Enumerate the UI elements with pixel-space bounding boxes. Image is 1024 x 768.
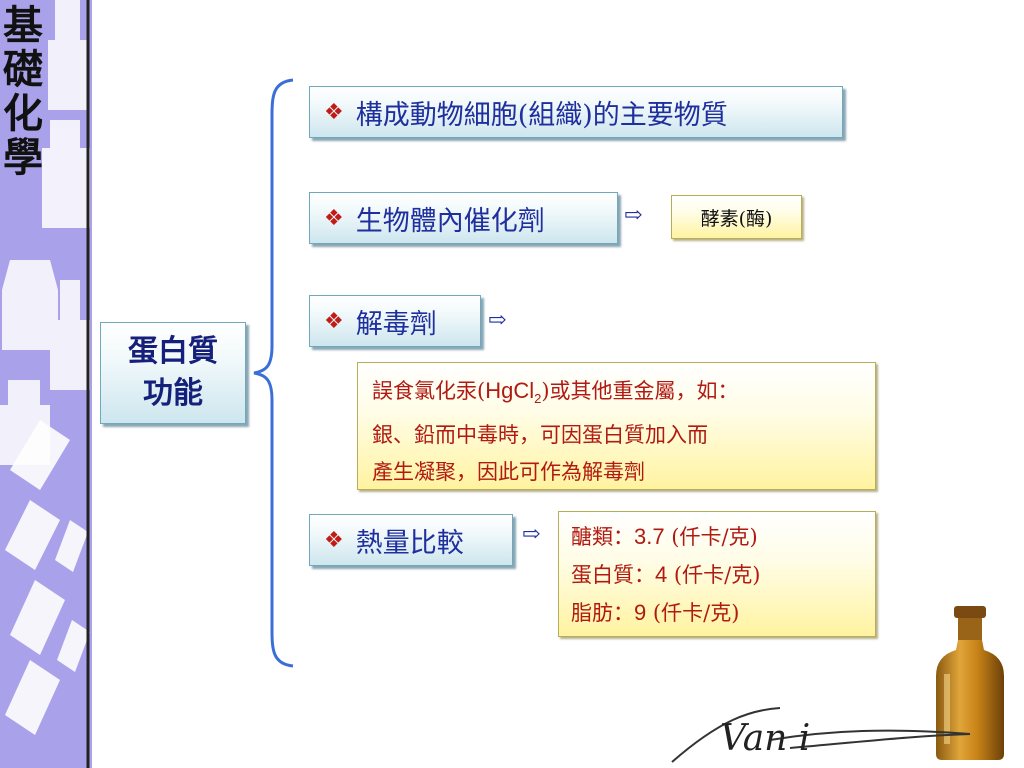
logo-text: Van i bbox=[720, 718, 810, 759]
bullet-icon: ❖ bbox=[324, 99, 344, 125]
arrow-right-icon: ⇨ bbox=[624, 203, 643, 228]
sidebar-title: 基 礎 化 學 bbox=[3, 2, 43, 181]
antidote-detail-line1: 誤食氯化汞(HgCl2)或其他重金屬，如： bbox=[372, 378, 739, 407]
item-catalyst-label: 生物體內催化劑 bbox=[355, 205, 545, 237]
sidebar: 基 礎 化 學 bbox=[0, 0, 92, 768]
antidote-detail-box: 誤食氯化汞(HgCl2)或其他重金屬，如： 銀、鉛而中毒時，可因蛋白質加入而 產… bbox=[357, 362, 876, 490]
item-antidote: ❖ 解毒劑 bbox=[309, 295, 481, 347]
bottle-icon bbox=[936, 606, 1004, 760]
calorie-row: 蛋白質：4 (仟卡/克) bbox=[571, 562, 761, 587]
curly-bracket bbox=[253, 78, 294, 668]
arrow-right-icon: ⇨ bbox=[522, 522, 541, 547]
item-structure: ❖ 構成動物細胞(組織)的主要物質 bbox=[309, 86, 843, 138]
item-calorie-compare: ❖ 熱量比較 bbox=[309, 514, 513, 566]
bullet-icon: ❖ bbox=[324, 308, 344, 334]
vani-logo: Van i bbox=[671, 707, 971, 763]
antidote-detail-line2: 銀、鉛而中毒時，可因蛋白質加入而 bbox=[372, 423, 708, 448]
bottle-pattern-icon bbox=[0, 0, 90, 768]
calorie-row: 醣類：3.7 (仟卡/克) bbox=[571, 524, 758, 549]
catalyst-result-text: 酵素(酶) bbox=[700, 207, 773, 230]
item-antidote-label: 解毒劑 bbox=[355, 308, 437, 340]
item-structure-label: 構成動物細胞(組織)的主要物質 bbox=[355, 99, 728, 131]
main-topic-line2: 功能 bbox=[143, 376, 203, 411]
main-topic-box: 蛋白質 功能 bbox=[100, 322, 246, 424]
catalyst-result-box: 酵素(酶) bbox=[671, 195, 802, 239]
item-catalyst: ❖ 生物體內催化劑 bbox=[309, 192, 618, 244]
arrow-right-icon: ⇨ bbox=[488, 308, 507, 333]
main-topic-line1: 蛋白質 bbox=[128, 334, 218, 369]
item-calorie-label: 熱量比較 bbox=[355, 527, 464, 559]
bullet-icon: ❖ bbox=[324, 527, 344, 553]
calorie-detail-box: 醣類：3.7 (仟卡/克) 蛋白質：4 (仟卡/克) 脂肪：9 (仟卡/克) bbox=[558, 511, 876, 637]
calorie-row: 脂肪：9 (仟卡/克) bbox=[571, 600, 740, 625]
bullet-icon: ❖ bbox=[324, 205, 344, 231]
antidote-detail-line3: 產生凝聚，因此可作為解毒劑 bbox=[372, 460, 645, 485]
